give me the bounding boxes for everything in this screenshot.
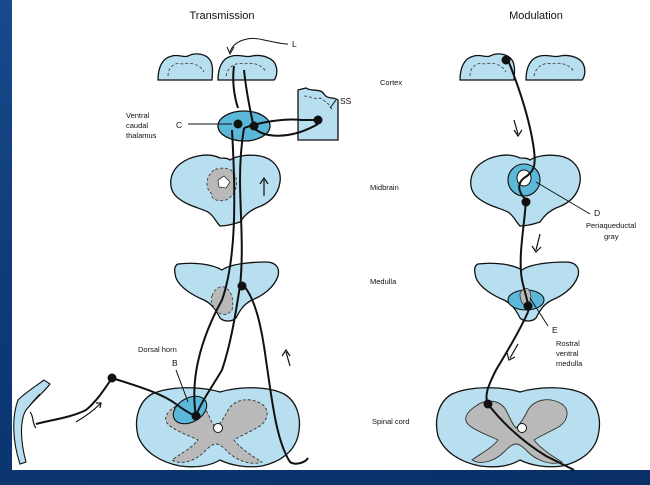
neuron-c (234, 120, 243, 129)
label-rvm-1: Rostral (556, 339, 580, 348)
label-thalamus-3: thalamus (126, 131, 157, 140)
neuron-e (524, 302, 533, 311)
label-l: L (292, 39, 297, 49)
neuron-spinal-mod (484, 400, 493, 409)
neuron-medulla (238, 282, 247, 291)
label-rvm-3: medulla (556, 359, 583, 368)
level-medulla: Medulla (370, 277, 397, 286)
level-cortex: Cortex (380, 78, 402, 87)
modulation-header: Modulation (509, 10, 563, 22)
spinal-cord-modulation (437, 388, 600, 467)
level-spinal-cord: Spinal cord (372, 417, 410, 426)
neuron-b (192, 412, 201, 421)
label-d: D (594, 208, 600, 218)
label-thalamus-1: Ventral (126, 111, 150, 120)
label-pag-2: gray (604, 232, 619, 241)
label-e: E (552, 325, 558, 335)
label-thalamus-2: caudal (126, 121, 148, 130)
ventral-caudal-thalamus (218, 111, 270, 141)
label-pag-1: Periaqueductаl (586, 221, 636, 230)
neuron-cortex-mod (502, 56, 511, 65)
neuron-drg (108, 374, 117, 383)
neuron-d (522, 198, 531, 207)
level-midbrain: Midbrain (370, 183, 399, 192)
spinal-cord-transmission (137, 388, 300, 467)
transmission-header: Transmission (190, 10, 255, 22)
label-rvm-2: ventral (556, 349, 579, 358)
label-b: B (172, 358, 178, 368)
neuron-ss (314, 116, 323, 125)
label-dorsal-horn: Dorsal horn (138, 345, 177, 354)
label-c: C (176, 120, 182, 130)
label-ss: SS (340, 96, 352, 106)
neuron-thalamus (250, 122, 259, 131)
